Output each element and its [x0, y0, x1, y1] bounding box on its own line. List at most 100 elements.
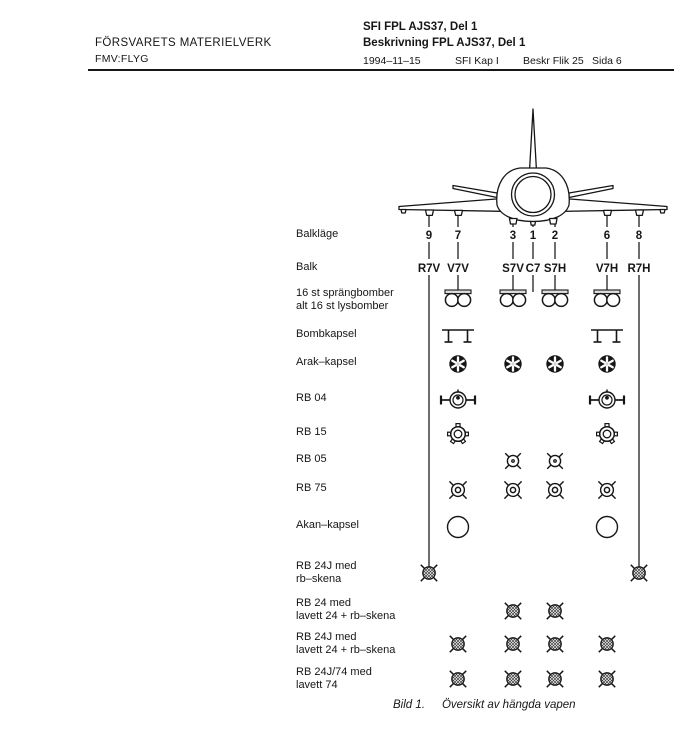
weapon-row-label: Arak–kapsel	[296, 356, 357, 369]
weapon-row-label: RB 04	[296, 392, 327, 405]
rb24-missile-icon	[546, 670, 564, 688]
rb75-missile-icon	[545, 480, 565, 500]
doc-date: 1994–11–15	[363, 55, 421, 67]
twin-bomb-carrier-icon	[499, 289, 527, 308]
gun-pod-icon	[595, 515, 619, 539]
station-balk-label: S7V	[502, 263, 524, 275]
station-number: 2	[552, 230, 558, 242]
pylon-9	[424, 209, 435, 217]
rb24-missile-icon	[598, 635, 616, 653]
rocket-pod-icon	[545, 354, 565, 374]
weapon-row-label: RB 15	[296, 426, 327, 439]
weapon-row-label-line: lavett 24 + rb–skena	[296, 644, 396, 656]
intake-ring-inner	[514, 175, 552, 214]
weapon-row-label-line: RB 15	[296, 426, 327, 438]
station-balk-label: V7H	[596, 263, 618, 275]
rb24-missile-icon	[598, 670, 616, 688]
station-balk-label: R7V	[418, 263, 441, 275]
org-name: FÖRSVARETS MATERIELVERK	[95, 37, 272, 49]
row-header-balk: Balk	[296, 261, 318, 273]
twin-bomb-carrier-icon	[444, 289, 472, 308]
pylon-7	[453, 209, 464, 217]
station-number: 8	[636, 230, 643, 242]
rb24-missile-icon	[449, 670, 467, 688]
twin-bomb-carrier-icon	[593, 289, 621, 308]
wingtip-tab-left	[400, 208, 407, 214]
header-rule	[88, 69, 674, 72]
station-number: 6	[604, 230, 610, 242]
rocket-pod-icon	[597, 354, 617, 374]
rb15-missile-icon	[595, 422, 619, 445]
bomb-pod-icon	[441, 329, 475, 343]
weapon-row-label: RB 05	[296, 453, 327, 466]
figure-number: Bild 1.	[393, 699, 425, 711]
weapon-row-label-line: lavett 24 + rb–skena	[296, 610, 396, 622]
doc-title-1: SFI FPL AJS37, Del 1	[363, 21, 478, 33]
wing-left	[398, 197, 513, 213]
weapon-row-label: RB 75	[296, 482, 327, 495]
weapon-row-label-line: RB 24J med	[296, 631, 357, 643]
station-number: 9	[426, 230, 432, 242]
rb24-missile-icon	[504, 602, 522, 620]
doc-title-2: Beskrivning FPL AJS37, Del 1	[363, 37, 526, 49]
station-balk-label: S7H	[544, 263, 566, 275]
rb24-missile-icon	[449, 635, 467, 653]
rb15-missile-icon	[446, 422, 470, 445]
station-number: 3	[510, 230, 516, 242]
rb04-missile-icon	[439, 388, 477, 410]
rb75-missile-icon	[448, 480, 468, 500]
wingtip-tab-right	[659, 208, 666, 214]
rb24-missile-icon	[504, 635, 522, 653]
weapon-row-label-line: 16 st sprängbomber	[296, 287, 394, 299]
rb24-missile-icon	[546, 635, 564, 653]
station-number: 7	[455, 230, 461, 242]
weapon-row-label: Bombkapsel	[296, 328, 357, 341]
weapon-row-label-line: lavett 74	[296, 679, 338, 691]
rb04-missile-icon	[588, 388, 626, 410]
pylon-2	[548, 217, 558, 225]
gun-pod-icon	[446, 515, 470, 539]
row-header-balklage: Balkläge	[296, 228, 339, 240]
rb75-missile-icon	[597, 480, 617, 500]
rb24-missile-icon	[546, 602, 564, 620]
aircraft-front-view	[398, 108, 668, 226]
org-sub: FMV:FLYG	[95, 53, 149, 65]
station-balk-label: V7V	[447, 263, 469, 275]
weapon-row-label: Akan–kapsel	[296, 519, 359, 532]
weapon-row-label-line: Bombkapsel	[296, 328, 357, 340]
pylon-8	[634, 209, 645, 217]
doc-chapter: SFI Kap I	[455, 55, 499, 67]
rb24-missile-icon	[504, 670, 522, 688]
weapon-row-label-line: RB 75	[296, 482, 327, 494]
twin-bomb-carrier-icon	[541, 289, 569, 308]
station-balk-label: R7H	[627, 263, 650, 275]
weapon-row-label-line: Arak–kapsel	[296, 356, 357, 368]
weapon-row-label-line: alt 16 st lysbomber	[296, 300, 389, 312]
weapon-symbols	[420, 289, 648, 688]
wing-right	[553, 197, 668, 213]
weapon-row-label-line: rb–skena	[296, 573, 342, 585]
doc-page-number: Sida 6	[592, 55, 622, 67]
rocket-pod-icon	[503, 354, 523, 374]
station-balk-label: C7	[526, 263, 541, 275]
canard-right	[568, 184, 614, 199]
station-number: 1	[530, 230, 537, 242]
weapon-row-label-line: RB 04	[296, 392, 327, 404]
rb05-missile-icon	[546, 452, 564, 470]
weapon-row-label-line: RB 24 med	[296, 597, 352, 609]
weapon-row-label-line: RB 24J med	[296, 560, 357, 572]
label-masks	[414, 227, 654, 275]
pylon-3	[508, 217, 518, 225]
doc-binder: Beskr Flik 25	[523, 55, 584, 67]
rb05-missile-icon	[504, 452, 522, 470]
rb24-missile-icon	[630, 564, 648, 582]
pylon-6	[602, 209, 613, 217]
pylon-1	[529, 220, 537, 226]
